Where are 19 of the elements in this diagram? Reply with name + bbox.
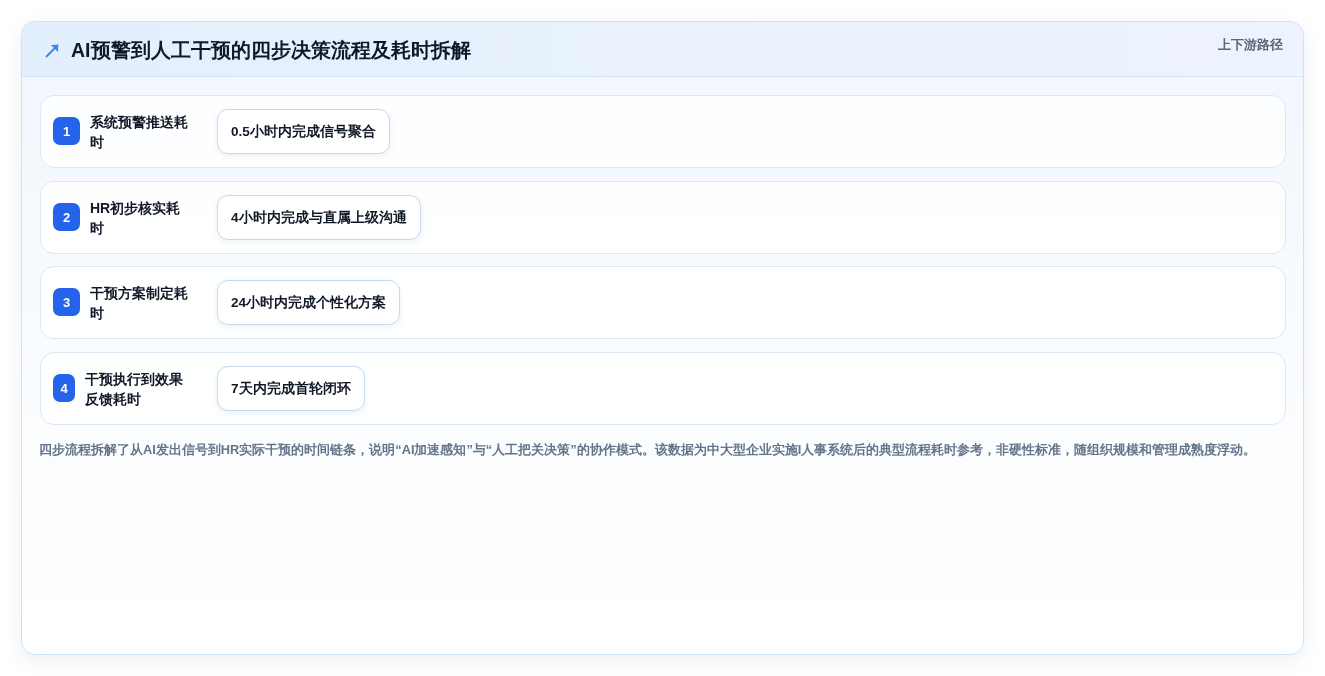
step-number-badge: 3 <box>53 288 80 316</box>
step-label: HR初步核实耗时 <box>90 199 182 238</box>
path-label: 上下游路径 <box>1218 37 1283 53</box>
duration-tag: 24小时内完成个性化方案 <box>217 280 401 325</box>
step-row <box>40 266 1286 339</box>
step-label: 干预方案制定耗时 <box>90 284 189 323</box>
step-row <box>40 352 1286 425</box>
duration-tag: 4小时内完成与直属上级沟通 <box>217 195 421 240</box>
diagram-title: AI预警到人工干预的四步决策流程及耗时拆解 <box>71 38 471 63</box>
duration-tag: 7天内完成首轮闭环 <box>217 366 365 411</box>
step-row <box>40 181 1286 254</box>
footnote-text: 四步流程拆解了从AI发出信号到HR实际干预的时间链条，说明“AI加速感知”与“人工把关决策”的协作模式。该数据为中大型企业实施I人事系统后的典型流程耗时参考，非硬性标准，随组织规模和管理成熟度浮动。 <box>39 441 1257 459</box>
step-row <box>40 95 1286 168</box>
duration-tag: 0.5小时内完成信号聚合 <box>217 109 390 154</box>
step-number-badge: 4 <box>53 374 75 402</box>
step-number-badge: 1 <box>53 117 80 145</box>
step-label: 干预执行到效果反馈耗时 <box>85 370 184 409</box>
step-label: 系统预警推送耗时 <box>90 113 189 152</box>
step-number-badge: 2 <box>53 203 80 231</box>
